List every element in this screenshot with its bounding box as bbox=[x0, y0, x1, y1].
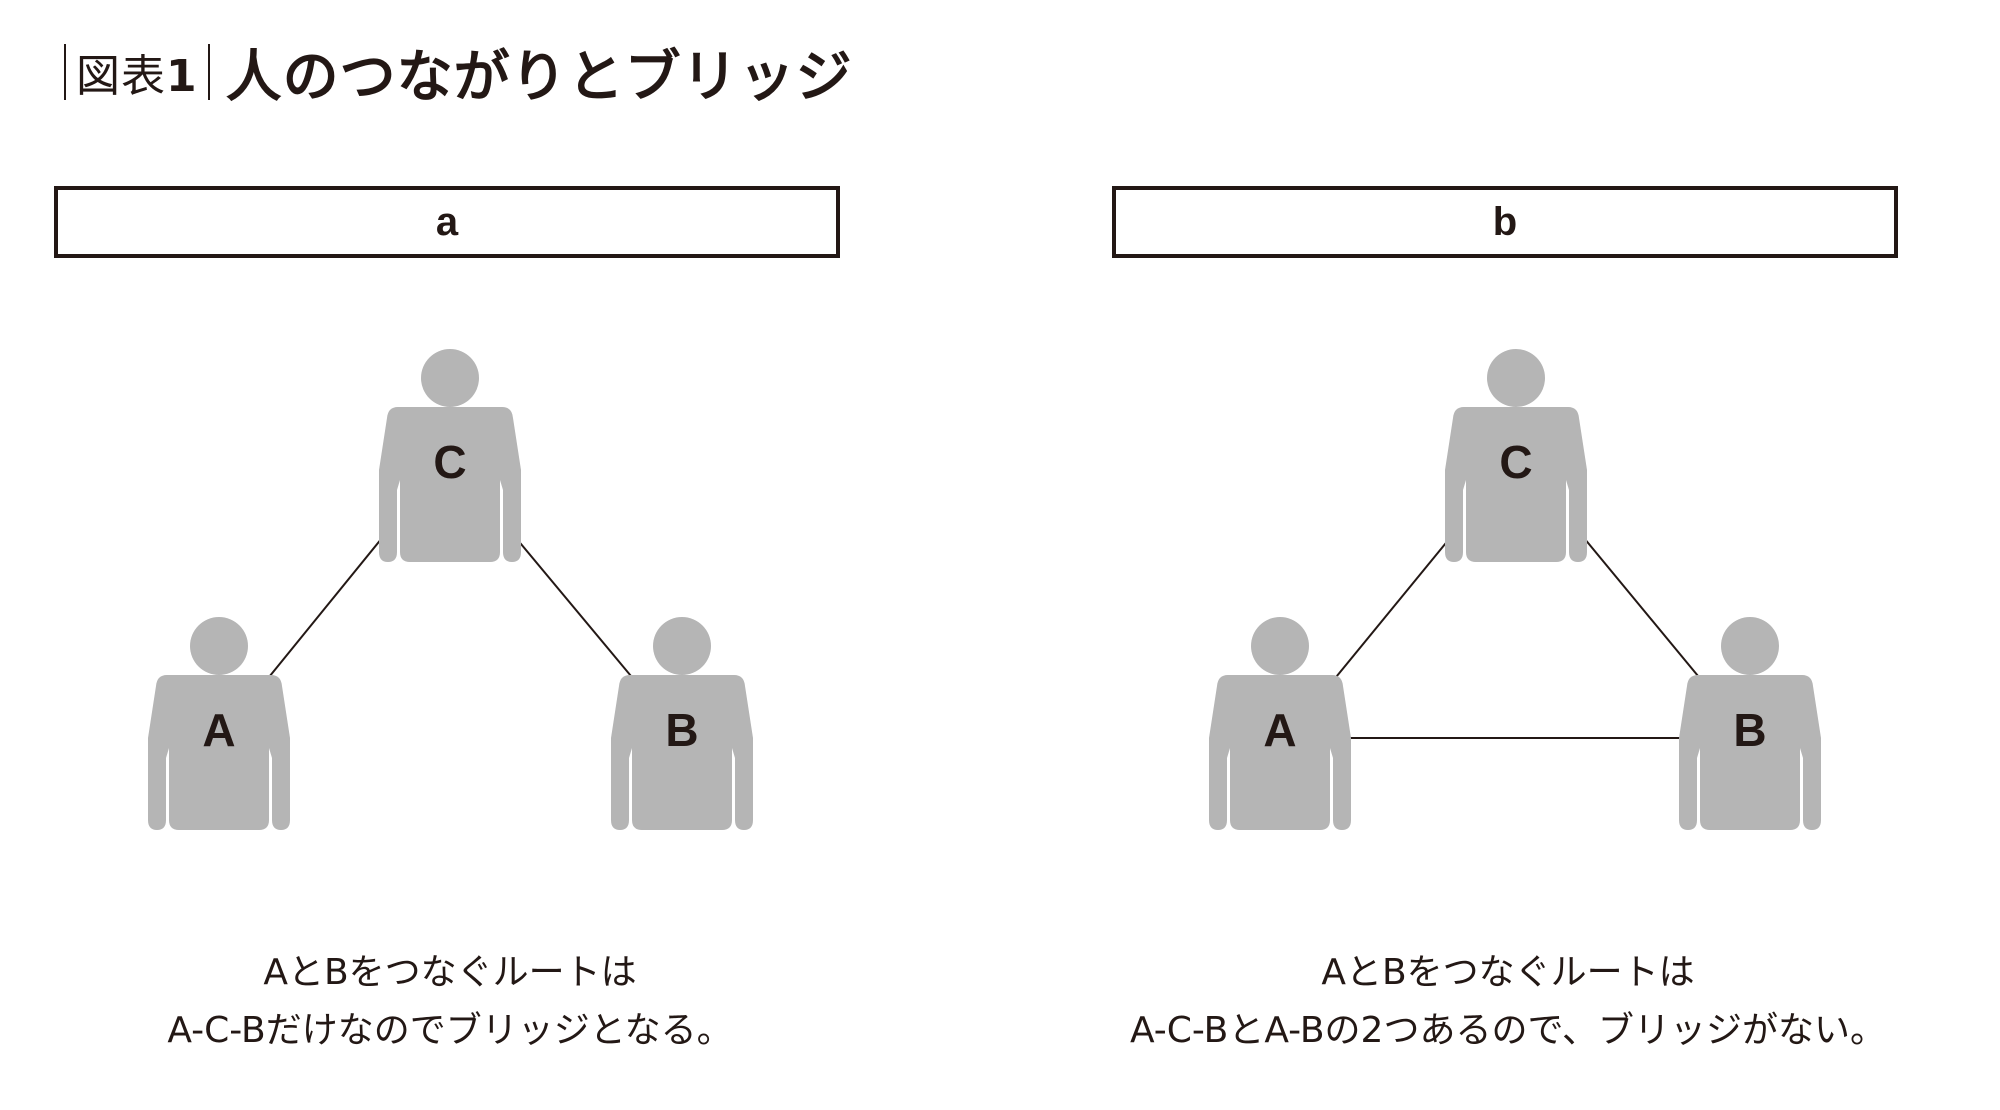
figure-title: 人のつながりとブリッジ bbox=[225, 44, 853, 110]
panel-b-diagram: C A B bbox=[1209, 349, 1821, 830]
figure-label: 図表1 bbox=[66, 40, 208, 104]
panel-a-caption-line1: AとBをつなぐルートは bbox=[263, 952, 637, 993]
panel-a-diagram: C A B bbox=[148, 349, 753, 830]
panel-a-caption-line2: A-C-Bだけなのでブリッジとなる。 bbox=[167, 1010, 733, 1051]
figure-prefix: 図表 bbox=[76, 51, 166, 102]
edge-c-b bbox=[1583, 537, 1704, 683]
header-divider-left bbox=[64, 44, 66, 100]
panel-b-label: b bbox=[1492, 199, 1518, 244]
node-label-b: B bbox=[665, 704, 698, 756]
header-divider-right bbox=[207, 44, 210, 100]
edge-a-c bbox=[1331, 537, 1451, 683]
node-label-b: B bbox=[1733, 704, 1766, 756]
figure-number: 1 bbox=[166, 51, 198, 102]
node-label-a: A bbox=[202, 704, 235, 756]
panel-a-label: a bbox=[435, 199, 459, 244]
node-label-c: C bbox=[433, 436, 466, 488]
panel-a-caption: AとBをつなぐルートは A-C-Bだけなのでブリッジとなる。 bbox=[0, 944, 900, 1060]
panel-b-caption-line2: A-C-BとA-Bの2つあるので、ブリッジがない。 bbox=[1129, 1010, 1887, 1051]
figure-header: 図表1 人のつながりとブリッジ bbox=[64, 40, 853, 110]
edge-c-b bbox=[515, 537, 637, 683]
panel-b-caption: AとBをつなぐルートは A-C-BとA-Bの2つあるので、ブリッジがない。 bbox=[1058, 944, 1958, 1060]
node-label-a: A bbox=[1263, 704, 1296, 756]
edge-a-c bbox=[264, 537, 383, 683]
panel-b-caption-line1: AとBをつなぐルートは bbox=[1321, 952, 1695, 993]
panel-b-label-box: b bbox=[1112, 186, 1898, 258]
node-label-c: C bbox=[1499, 436, 1532, 488]
panel-a-label-box: a bbox=[54, 186, 840, 258]
